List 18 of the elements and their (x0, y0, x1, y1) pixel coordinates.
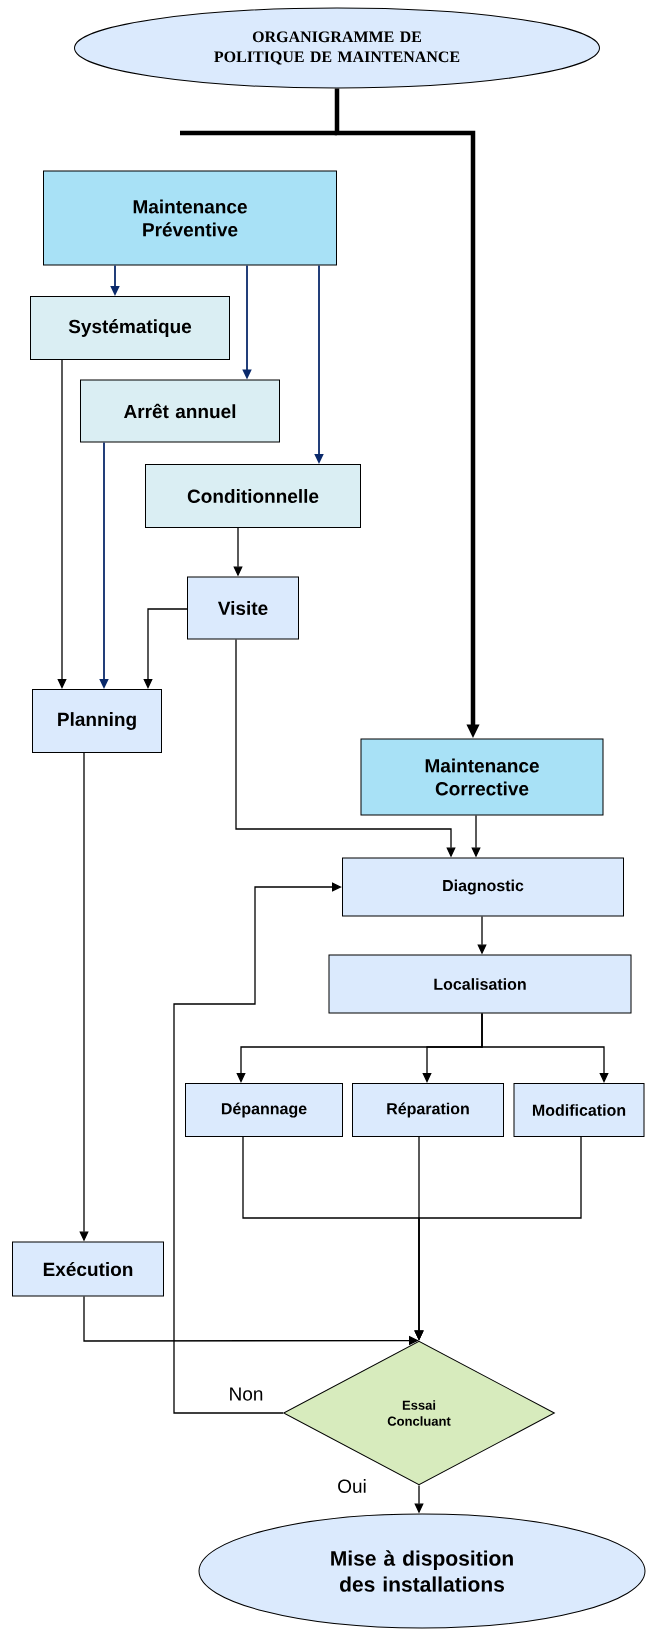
process-box: Dépannage (185, 1083, 343, 1137)
arrow (173, 882, 342, 1414)
process-box: Exécution (12, 1241, 164, 1297)
arrow (57, 359, 67, 689)
arrow (481, 1012, 609, 1083)
process-box: Conditionnelle (145, 464, 361, 528)
process-box: Modification (513, 1083, 645, 1137)
process-box: Arrêt annuel (80, 379, 280, 443)
process-box: Réparation (352, 1083, 504, 1137)
edge-label: Non (227, 1386, 265, 1402)
process-box: Localisation (328, 954, 632, 1014)
arrow (143, 608, 188, 689)
process-box: Maintenance Préventive (43, 170, 337, 266)
process-box: Systématique (30, 296, 230, 360)
process-box: Maintenance Corrective (360, 738, 604, 816)
process-box: Visite (187, 576, 299, 640)
process-box: Diagnostic (342, 857, 624, 917)
process-box: Planning (32, 689, 162, 753)
